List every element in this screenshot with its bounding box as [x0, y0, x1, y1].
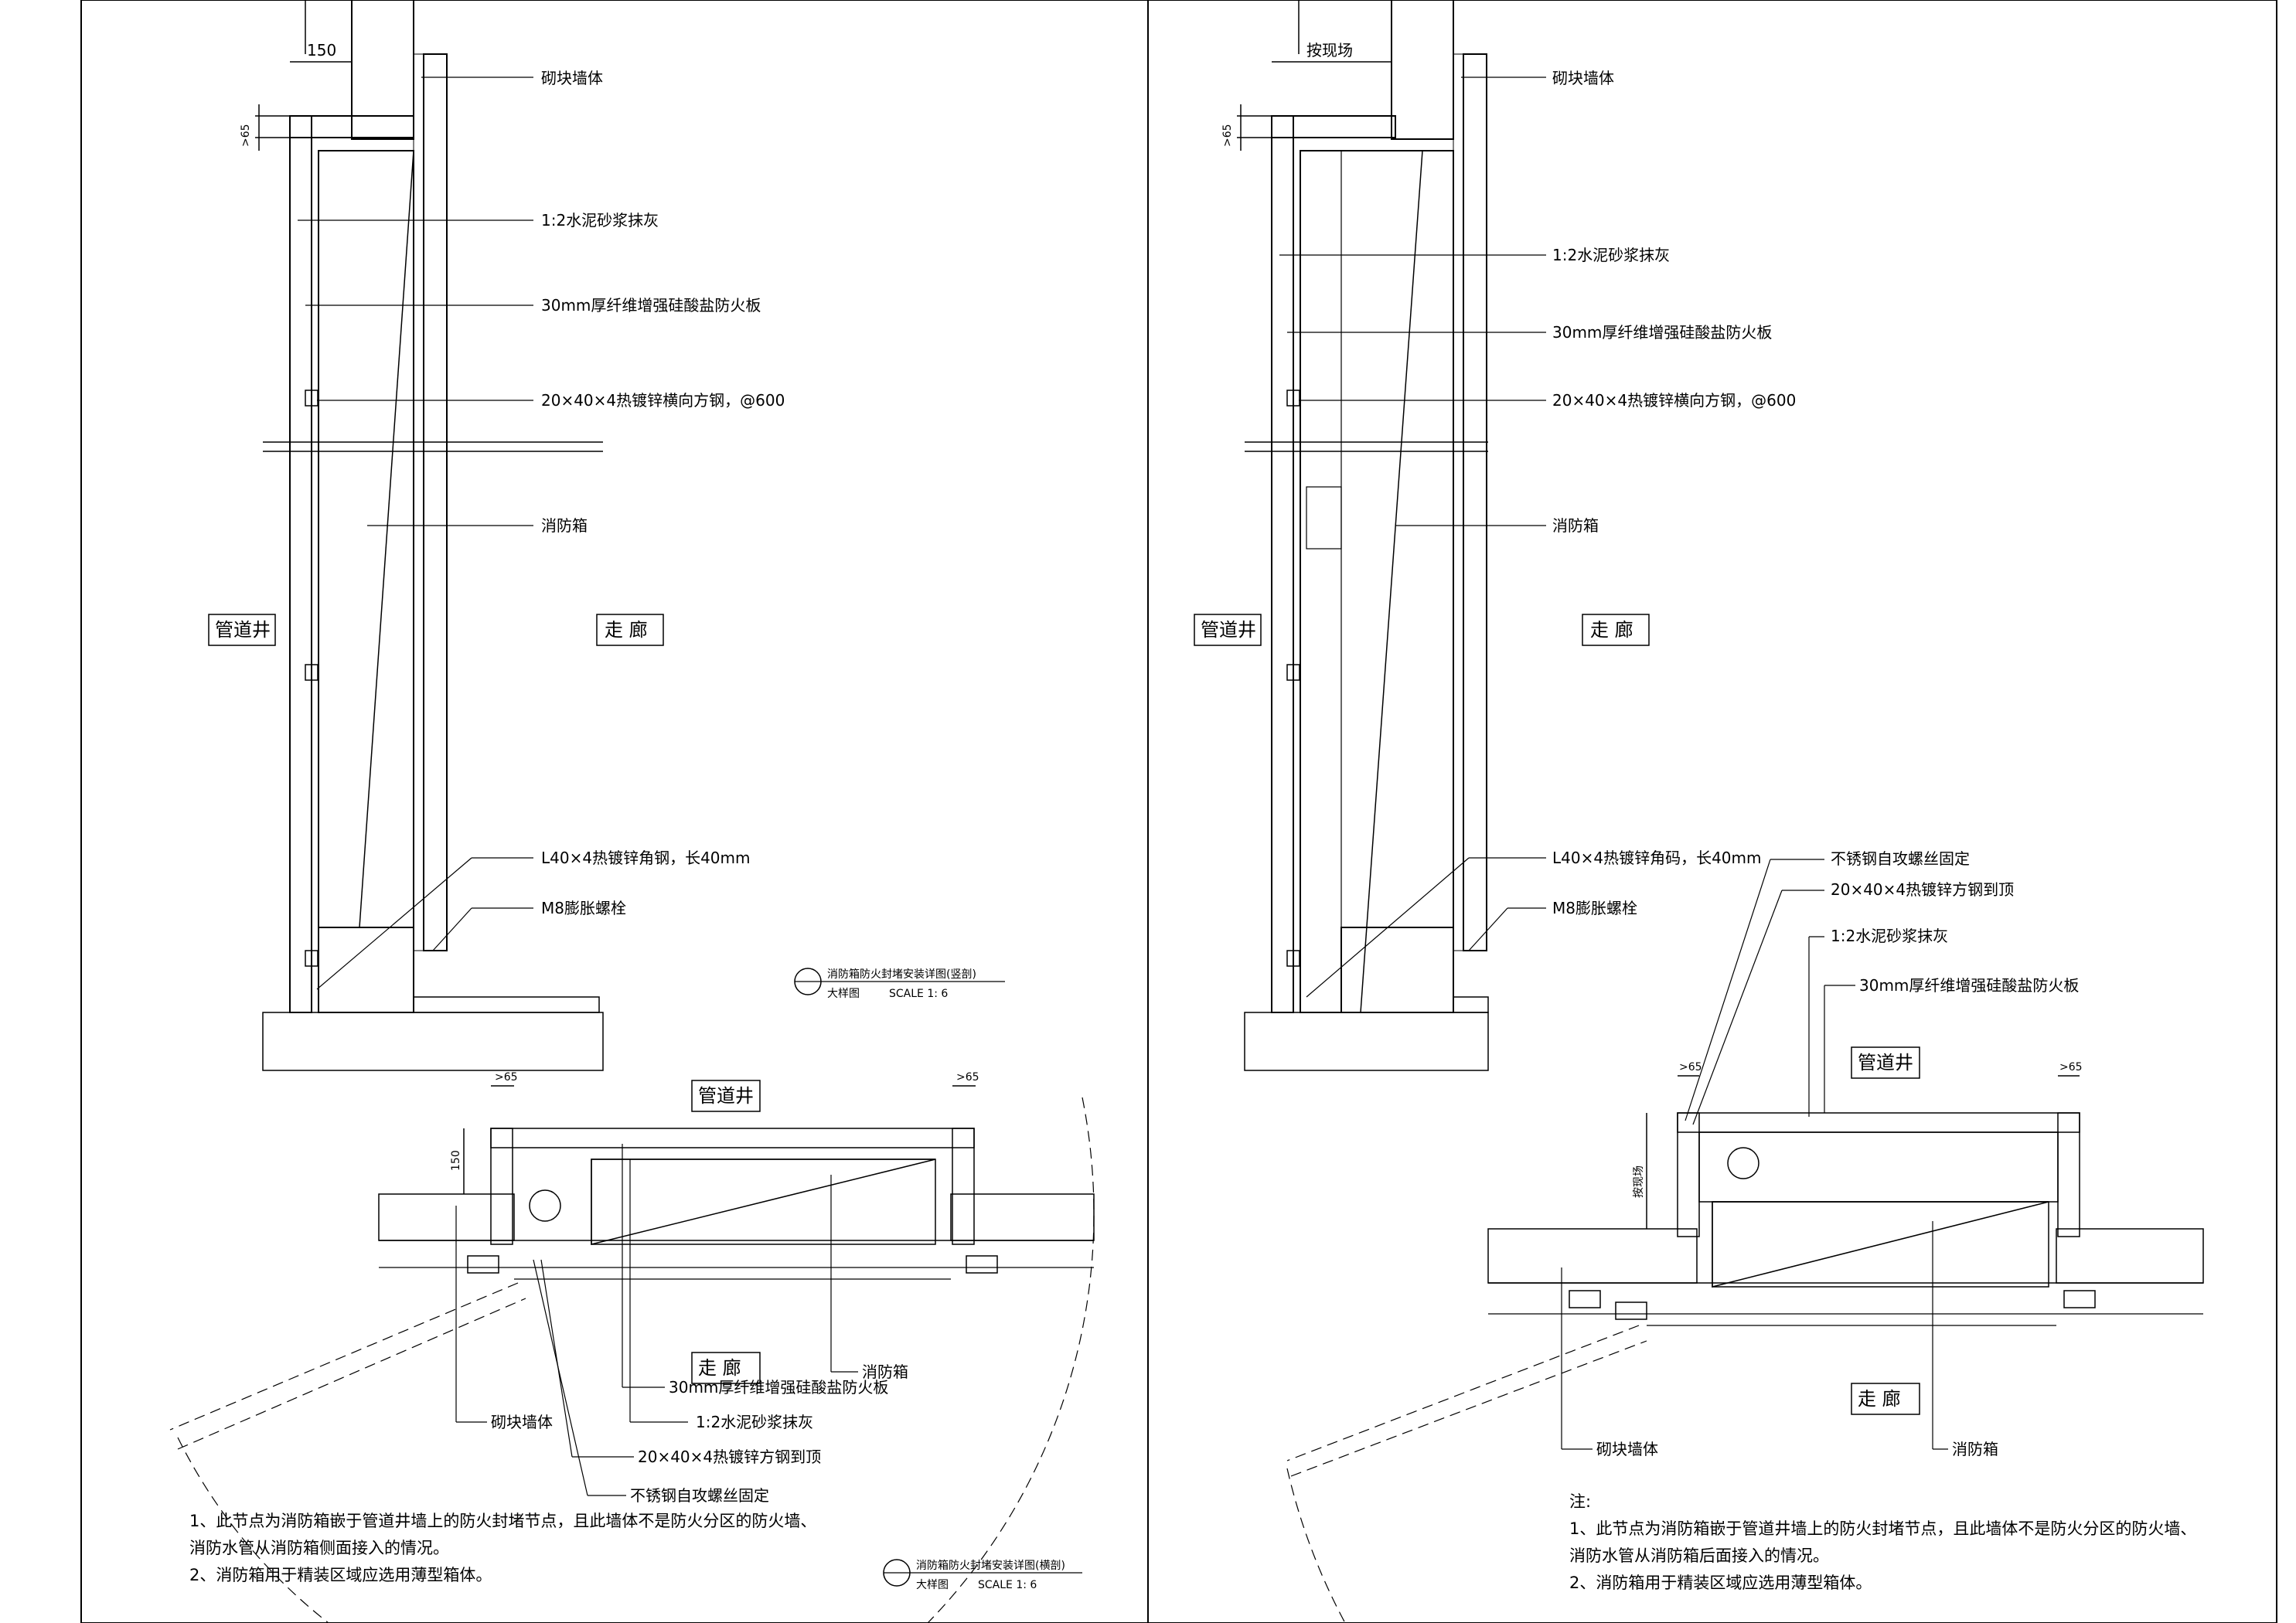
left-note-1: 1、此节点为消防箱嵌于管道井墙上的防火封堵节点，且此墙体不是防火分区的防火墙、	[189, 1512, 816, 1530]
plan-label-screw: 不锈钢自攻螺丝固定	[630, 1486, 769, 1505]
plaster-right	[413, 53, 424, 951]
r-fire-cabinet	[1300, 150, 1454, 1013]
r-label-mortar: 1:2水泥砂浆抹灰	[1552, 246, 1670, 264]
r-plan-dim65-b: >65	[2059, 1061, 2083, 1073]
plan-cabinet-wedge	[591, 1159, 936, 1245]
floor-slab	[262, 1012, 604, 1071]
detail-title-plan: 消防箱防火封堵安装详图(横剖)	[916, 1560, 1065, 1572]
plan-label-wall: 砌块墙体	[491, 1413, 553, 1431]
block-wall-top	[351, 0, 414, 140]
r-dim-65: >65	[1221, 124, 1234, 147]
plan-label-fireboard: 30mm厚纤维增强硅酸盐防火板	[669, 1378, 888, 1397]
sheet-border	[80, 0, 2277, 1623]
plan-fireboard-top	[490, 1128, 975, 1148]
r-plan-label-shaft: 管道井	[1858, 1052, 1913, 1073]
left-note-3: 2、消防箱用于精装区域应选用薄型箱体。	[189, 1566, 492, 1584]
r-label-corridor: 走 廊	[1590, 619, 1633, 641]
label-bolt: M8膨胀螺栓	[541, 899, 626, 917]
left-vertical-section: 150 >65 砌块墙体 1:2水泥砂浆抹灰 30mm厚纤维增强硅酸盐防火板 2…	[208, 0, 1005, 1071]
plan-dim65-a: >65	[495, 1071, 518, 1084]
r-label-bolt: M8膨胀螺栓	[1552, 899, 1637, 917]
floor-finish	[413, 996, 600, 1013]
dim-150: 150	[307, 41, 336, 60]
r-plan-dim65-a: >65	[1679, 1061, 1702, 1073]
r-label-shaft: 管道井	[1201, 619, 1256, 641]
left-plan-section: >65 >65 150 管道井 走 廊 砌块墙体 30mm厚纤维增强硅酸盐防火板…	[169, 1071, 1095, 1623]
r-label-fireboard: 30mm厚纤维增强硅酸盐防火板	[1552, 323, 1772, 342]
plan-dim150: 150	[450, 1150, 462, 1171]
fireboard-right	[423, 53, 448, 951]
label-shaft: 管道井	[215, 619, 271, 641]
plan-label-mortar: 1:2水泥砂浆抹灰	[696, 1413, 813, 1431]
detail-scale-vertical: SCALE 1: 6	[889, 988, 948, 1000]
r-label-wall: 砌块墙体	[1552, 69, 1614, 87]
label-wall: 砌块墙体	[541, 69, 603, 87]
label-steel: 20×40×4热镀锌横向方钢，@600	[541, 391, 785, 410]
r-plan-label-corridor: 走 廊	[1858, 1388, 1901, 1410]
plan-wall-left	[378, 1193, 515, 1241]
fireboard-left	[289, 115, 312, 1013]
detail-title-vertical: 消防箱防火封堵安装详图(竖剖)	[827, 968, 976, 981]
r-plan-label-fireboard: 30mm厚纤维增强硅酸盐防火板	[1859, 976, 2079, 995]
label-cabinet: 消防箱	[541, 516, 588, 535]
r-dim-onsite: 按现场	[1306, 41, 1353, 60]
right-note-0: 注:	[1569, 1492, 1591, 1511]
plan-dim65-b: >65	[956, 1071, 979, 1084]
fire-cabinet	[318, 150, 414, 1013]
pipe-circle	[529, 1189, 561, 1222]
plan-cabinet	[591, 1159, 936, 1245]
r-plan-label-cabinet: 消防箱	[1952, 1440, 1998, 1458]
r-plan-label-wall: 砌块墙体	[1596, 1440, 1658, 1458]
label-fireboard: 30mm厚纤维增强硅酸盐防火板	[541, 296, 761, 315]
plan-label-corridor: 走 廊	[698, 1357, 741, 1379]
plan-label-steel: 20×40×4热镀锌方钢到顶	[638, 1448, 821, 1466]
plan-wall-right	[950, 1193, 1095, 1241]
r-block-wall-top	[1391, 0, 1454, 140]
r-label-cabinet: 消防箱	[1552, 516, 1599, 535]
right-plan-section: >65 >65 按现场 管道井 走 廊 不锈钢自攻螺丝固定 20×40×4热镀锌…	[1286, 849, 2204, 1623]
r-plan-label-screw: 不锈钢自攻螺丝固定	[1831, 849, 1970, 868]
r-plan-onsite: 按现场	[1633, 1165, 1645, 1198]
label-angle: L40×4热镀锌角钢，长40mm	[541, 849, 751, 867]
detail-scale-plan: SCALE 1: 6	[978, 1579, 1037, 1591]
right-note-3: 2、消防箱用于精装区域应选用薄型箱体。	[1569, 1574, 1872, 1592]
detail-sub-vertical: 大样图	[827, 988, 860, 1000]
plan-label-shaft: 管道井	[698, 1085, 754, 1107]
base-block	[318, 927, 414, 1013]
detail-sub-plan: 大样图	[916, 1579, 949, 1591]
right-note-1: 1、此节点为消防箱嵌于管道井墙上的防火封堵节点，且此墙体不是防火分区的防火墙、	[1569, 1519, 2196, 1538]
r-label-angle: L40×4热镀锌角码，长40mm	[1552, 849, 1762, 867]
r-label-steel: 20×40×4热镀锌横向方钢，@600	[1552, 391, 1796, 410]
dim-65: >65	[240, 124, 252, 147]
r-plan-cabinet	[1712, 1201, 2049, 1288]
r-plan-label-mortar: 1:2水泥砂浆抹灰	[1831, 927, 1948, 945]
right-note-2: 消防水管从消防箱后面接入的情况。	[1569, 1546, 1829, 1565]
right-vertical-section: 按现场 >65 砌块墙体 1:2水泥砂浆抹灰 30mm厚纤维增强硅酸盐防火板 2…	[1194, 0, 1796, 1071]
left-note-2: 消防水管从消防箱侧面接入的情况。	[189, 1539, 449, 1557]
r-plan-label-steel: 20×40×4热镀锌方钢到顶	[1831, 880, 2014, 899]
label-mortar: 1:2水泥砂浆抹灰	[541, 211, 659, 230]
plan-label-cabinet: 消防箱	[862, 1363, 908, 1381]
label-corridor: 走 廊	[605, 619, 648, 641]
